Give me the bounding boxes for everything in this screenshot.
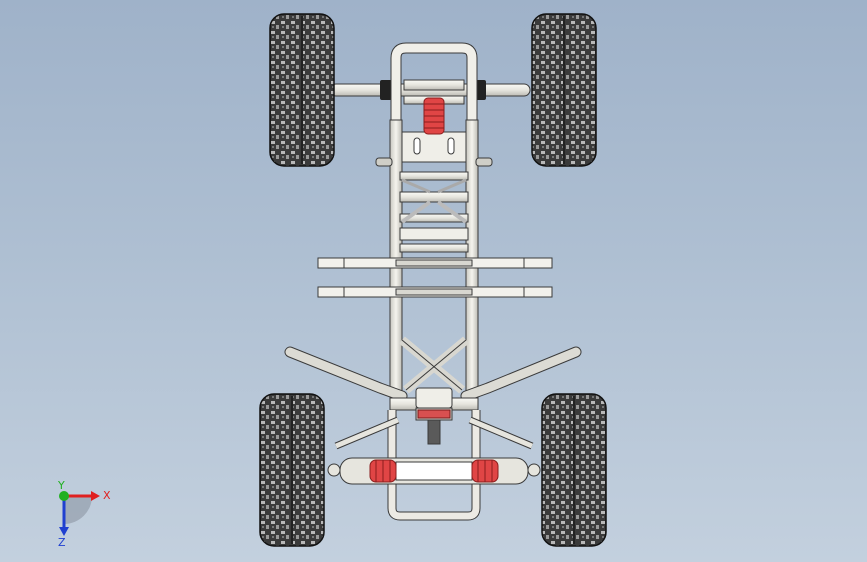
y-axis-label: Y [57, 479, 65, 492]
center-red-block [417, 409, 451, 419]
orientation-triad: X Y Z [57, 479, 111, 549]
front-left-tire [269, 13, 335, 167]
front-right-tire [531, 13, 597, 167]
rear-left-tire [259, 393, 325, 547]
x-axis-label: X [103, 489, 111, 502]
rear-right-tire [541, 393, 607, 547]
z-axis-label: Z [58, 536, 66, 549]
y-axis-dot [59, 491, 69, 501]
rear-left-coil-spring [369, 459, 397, 483]
rear-right-coil-spring [471, 459, 499, 483]
front-coil-spring [423, 97, 445, 135]
